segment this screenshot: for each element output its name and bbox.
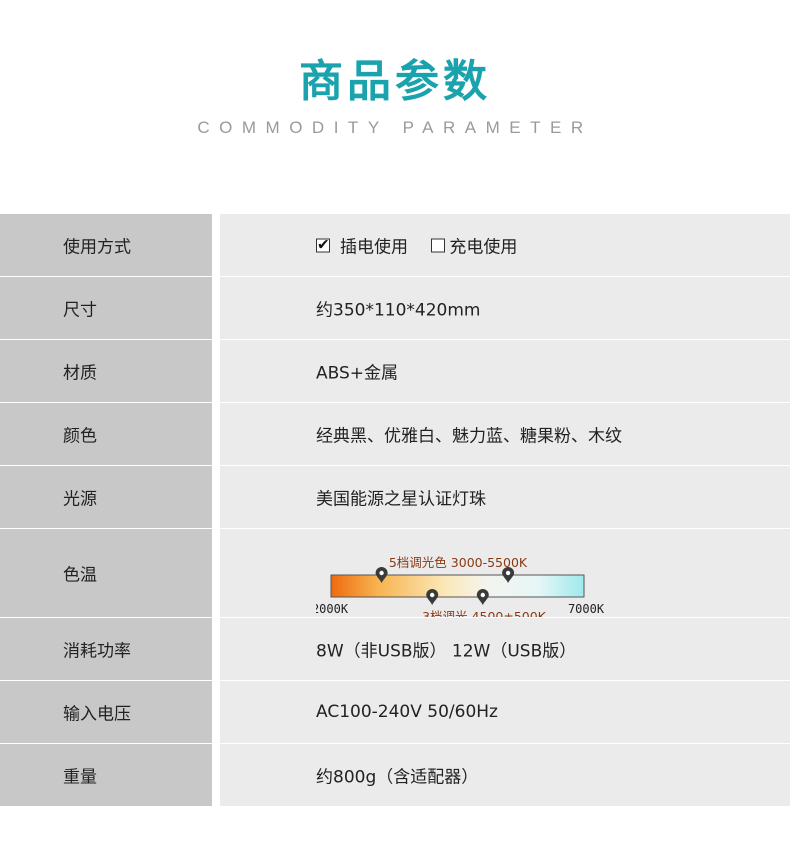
spec-label: 尺寸 [63, 300, 97, 321]
spec-value: 8W（非USB版） 12W（USB版） [316, 641, 577, 662]
spec-label-cell: 光源 [0, 466, 212, 528]
option-battery: 充电使用 [431, 233, 517, 258]
spec-value-cell: 约800g（含适配器） [220, 744, 790, 806]
option-plugged: ✔ 插电使用 [316, 233, 408, 258]
spec-row-colors: 颜色 经典黑、优雅白、魅力蓝、糖果粉、木纹 [0, 403, 790, 465]
spec-value-cell: ABS+金属 [220, 340, 790, 402]
spec-value: ABS+金属 [316, 363, 399, 384]
checkbox-empty-icon [431, 238, 446, 252]
spec-label: 色温 [63, 565, 97, 586]
spec-row-color-temperature: 色温 5档调光色 3000-5500K 3档调光 4500±500K [0, 529, 790, 617]
checkbox-checked-icon: ✔ [316, 235, 330, 253]
spec-value-cell: 美国能源之星认证灯珠 [220, 466, 790, 528]
spec-value: 约800g（含适配器） [316, 767, 479, 788]
spec-value-cell: 5档调光色 3000-5500K 3档调光 4500±500K 2000K 70… [220, 529, 790, 617]
spec-label-cell: 尺寸 [0, 277, 212, 339]
spec-label: 使用方式 [63, 237, 131, 258]
color-temperature-scale: 5档调光色 3000-5500K 3档调光 4500±500K 2000K 70… [316, 555, 605, 617]
spec-row-light-source: 光源 美国能源之星认证灯珠 [0, 466, 790, 528]
spec-value-cell: 经典黑、优雅白、魅力蓝、糖果粉、木纹 [220, 403, 790, 465]
spec-label-cell: 色温 [0, 529, 212, 617]
spec-label: 光源 [63, 489, 97, 510]
spec-label: 重量 [63, 767, 97, 788]
spec-label-cell: 材质 [0, 340, 212, 402]
spec-row-power: 消耗功率 8W（非USB版） 12W（USB版） [0, 618, 790, 680]
page-title: 商品参数 [299, 56, 491, 107]
spec-label-cell: 输入电压 [0, 681, 212, 743]
spec-value: 美国能源之星认证灯珠 [316, 489, 486, 510]
spec-row-usage: 使用方式 ✔ 插电使用 充电使用 [0, 214, 790, 276]
mode-5-max-marker-icon [502, 567, 515, 583]
spec-label-cell: 使用方式 [0, 214, 212, 276]
spec-value-cell: 约350*110*420mm [220, 277, 790, 339]
spec-label: 消耗功率 [63, 641, 131, 662]
spec-value: 约350*110*420mm [316, 300, 481, 321]
spec-label-cell: 消耗功率 [0, 618, 212, 680]
option-label: 插电使用 [340, 237, 408, 258]
spec-label: 材质 [63, 363, 97, 384]
spec-label: 输入电压 [63, 704, 131, 725]
page-header: 商品参数 COMMODITY PARAMETER [0, 0, 790, 200]
mode-5-label: 5档调光色 3000-5500K [389, 555, 528, 570]
spec-label: 颜色 [63, 426, 97, 447]
spec-table: 使用方式 ✔ 插电使用 充电使用 尺寸 约350*110*420mm [0, 214, 790, 806]
mode-3-min-marker-icon [426, 589, 439, 605]
spec-value-cell: 8W（非USB版） 12W（USB版） [220, 618, 790, 680]
mode-5-min-marker-icon [375, 567, 388, 583]
spec-row-material: 材质 ABS+金属 [0, 340, 790, 402]
spec-label-cell: 颜色 [0, 403, 212, 465]
option-label: 充电使用 [449, 237, 518, 258]
min-temperature-label: 2000K [316, 602, 349, 616]
spec-row-input-voltage: 输入电压 AC100-240V 50/60Hz [0, 681, 790, 743]
spec-value: 经典黑、优雅白、魅力蓝、糖果粉、木纹 [316, 426, 622, 447]
temperature-gradient-bar [330, 574, 585, 598]
spec-row-size: 尺寸 约350*110*420mm [0, 277, 790, 339]
mode-3-label: 3档调光 4500±500K [422, 609, 547, 617]
usage-options: ✔ 插电使用 充电使用 [316, 233, 535, 258]
max-temperature-label: 7000K [568, 602, 605, 616]
mode-3-max-marker-icon [476, 589, 489, 605]
spec-value-cell: ✔ 插电使用 充电使用 [220, 214, 790, 276]
page-subtitle: COMMODITY PARAMETER [197, 118, 593, 137]
spec-row-weight: 重量 约800g（含适配器） [0, 744, 790, 806]
spec-label-cell: 重量 [0, 744, 212, 806]
spec-value-cell: AC100-240V 50/60Hz [220, 681, 790, 743]
spec-value: AC100-240V 50/60Hz [316, 702, 498, 722]
